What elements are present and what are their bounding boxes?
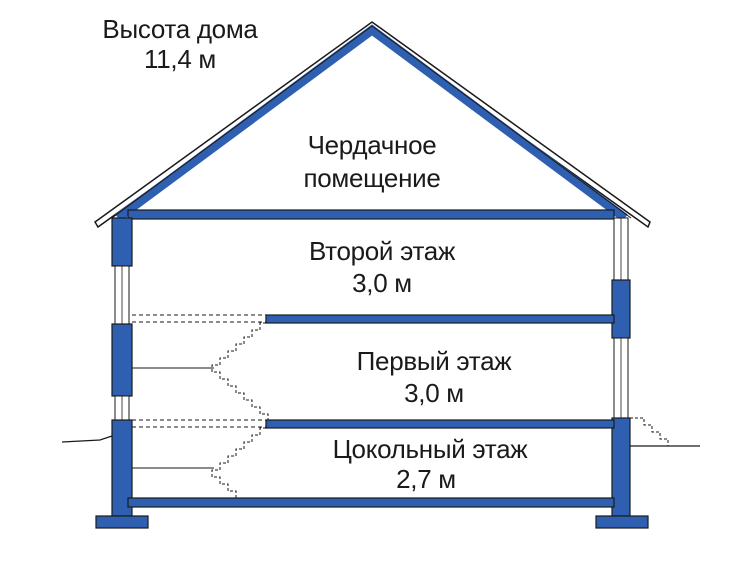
left-wall-upper: [111, 217, 133, 267]
house-height-value: 11,4 м: [144, 44, 216, 74]
right-wall: [595, 217, 649, 529]
ground-level: [61, 435, 700, 447]
stairs: [211, 322, 676, 498]
roof-slab: [115, 24, 628, 222]
attic-label-line2: помещение: [303, 163, 441, 193]
basement-floor-name: Цокольный этаж: [332, 434, 528, 464]
second-floor-name: Второй этаж: [308, 236, 456, 266]
entrance-steps: [630, 417, 676, 447]
basement-floor-slab: [127, 497, 615, 508]
second-floor-slab: [265, 314, 615, 324]
stair-opening-lines: [132, 314, 266, 428]
left-wall: [95, 217, 149, 529]
stair-landings: [132, 367, 214, 469]
left-foundation: [95, 515, 149, 529]
first-floor-height: 3,0 м: [404, 378, 464, 408]
attic-floor-slab: [127, 209, 615, 220]
attic-label-line1: Чердачное: [307, 130, 437, 160]
first-floor-name: Первый этаж: [356, 346, 512, 376]
roof-outer-edge: [94, 21, 651, 229]
stair-upper-flight: [211, 322, 269, 420]
left-wall-middle: [111, 323, 133, 397]
house-height-title: Высота дома: [102, 14, 258, 44]
roof: [94, 21, 651, 229]
roof-slab-outline: [111, 25, 632, 219]
stair-lower-flight: [211, 427, 266, 498]
right-wall-upper: [611, 279, 631, 339]
right-foundation: [595, 515, 649, 529]
basement-floor-height: 2,7 м: [396, 464, 456, 494]
ground-left: [61, 435, 113, 443]
first-floor-slab: [265, 419, 615, 429]
right-wall-basement: [611, 417, 631, 517]
second-floor-height: 3,0 м: [352, 268, 412, 298]
